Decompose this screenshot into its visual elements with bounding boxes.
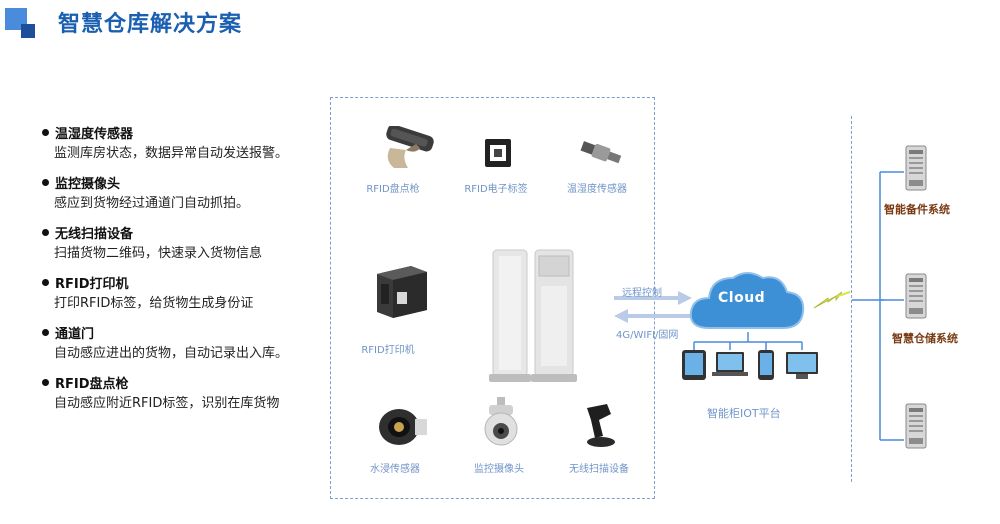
feature-item: 温湿度传感器 监测库房状态，数据异常自动发送报警。 bbox=[42, 126, 307, 163]
remote-control-label: 远程控制 bbox=[622, 288, 662, 299]
platform-label: 智能柜IOT平台 bbox=[707, 407, 781, 420]
feature-desc: 自动感应附近RFID标签，识别在库货物 bbox=[54, 396, 280, 411]
system-label: 智慧仓储系统 bbox=[892, 332, 958, 345]
feature-title: 通道门 bbox=[55, 327, 95, 342]
bullet-icon bbox=[42, 329, 49, 336]
feature-desc: 自动感应进出的货物，自动记录出入库。 bbox=[54, 346, 289, 361]
server-icon bbox=[905, 403, 927, 449]
monitor-icon bbox=[786, 352, 818, 379]
feature-desc: 监测库房状态，数据异常自动发送报警。 bbox=[54, 146, 289, 161]
network-trunk-line bbox=[851, 116, 852, 482]
channel-gate-icon bbox=[489, 249, 577, 382]
cloud-icon bbox=[689, 272, 805, 329]
cloud-label: Cloud bbox=[718, 290, 766, 306]
feature-title: RFID打印机 bbox=[55, 277, 129, 292]
device-label-camera: 监控摄像头 bbox=[474, 464, 524, 475]
rfid-printer-icon bbox=[377, 266, 427, 318]
water-sensor-icon bbox=[379, 409, 427, 445]
scanner-icon bbox=[587, 404, 615, 447]
device-panel: RFID盘点枪 RFID电子标签 温湿度传感器 RFID打印机 bbox=[330, 97, 655, 499]
arrow-right-icon bbox=[614, 291, 692, 305]
camera-icon bbox=[484, 397, 518, 446]
device-label-rfid-gun: RFID盘点枪 bbox=[366, 184, 420, 195]
phone-icon bbox=[758, 350, 774, 380]
lightning-icon bbox=[813, 291, 851, 309]
device-label-rfid-printer: RFID打印机 bbox=[361, 345, 415, 356]
page-title: 智慧仓库解决方案 bbox=[58, 12, 243, 37]
bullet-icon bbox=[42, 229, 49, 236]
connection-arrows bbox=[614, 291, 692, 323]
device-label-rfid-tag: RFID电子标签 bbox=[464, 184, 528, 195]
temp-sensor-icon bbox=[580, 141, 622, 164]
bullet-icon bbox=[42, 129, 49, 136]
logo-square-dark bbox=[21, 24, 35, 38]
server-icon bbox=[905, 145, 927, 191]
device-label-scanner: 无线扫描设备 bbox=[569, 464, 629, 475]
bullet-icon bbox=[42, 179, 49, 186]
feature-title: 温湿度传感器 bbox=[55, 127, 134, 142]
feature-item: RFID盘点枪 自动感应附近RFID标签，识别在库货物 bbox=[42, 376, 307, 413]
device-label-water-sensor: 水浸传感器 bbox=[370, 464, 420, 475]
bullet-icon bbox=[42, 279, 49, 286]
arrow-left-icon bbox=[614, 309, 692, 323]
terminal-devices bbox=[682, 332, 818, 380]
tablet-icon bbox=[682, 350, 706, 380]
feature-item: RFID打印机 打印RFID标签，给货物生成身份证 bbox=[42, 276, 307, 313]
feature-item: 监控摄像头 感应到货物经过通道门自动抓拍。 bbox=[42, 176, 307, 213]
feature-title: RFID盘点枪 bbox=[55, 377, 129, 392]
rfid-tag-icon bbox=[485, 139, 511, 167]
feature-desc: 打印RFID标签，给货物生成身份证 bbox=[54, 296, 254, 311]
feature-title: 无线扫描设备 bbox=[55, 227, 134, 242]
feature-item: 通道门 自动感应进出的货物，自动记录出入库。 bbox=[42, 326, 307, 363]
network-label: 4G/WIFI/固网 bbox=[616, 330, 679, 341]
feature-list: 温湿度传感器 监测库房状态，数据异常自动发送报警。 监控摄像头 感应到货物经过通… bbox=[42, 126, 307, 426]
feature-desc: 扫描货物二维码，快速录入货物信息 bbox=[54, 246, 263, 261]
system-connectors bbox=[852, 171, 904, 441]
system-label: 智能备件系统 bbox=[884, 203, 950, 216]
bullet-icon bbox=[42, 379, 49, 386]
feature-item: 无线扫描设备 扫描货物二维码，快速录入货物信息 bbox=[42, 226, 307, 263]
feature-title: 监控摄像头 bbox=[55, 177, 121, 192]
server-icon bbox=[905, 273, 927, 319]
rfid-gun-icon bbox=[386, 126, 434, 168]
device-label-temp-sensor: 温湿度传感器 bbox=[567, 184, 627, 195]
feature-desc: 感应到货物经过通道门自动抓拍。 bbox=[54, 196, 250, 211]
laptop-icon bbox=[712, 352, 748, 376]
